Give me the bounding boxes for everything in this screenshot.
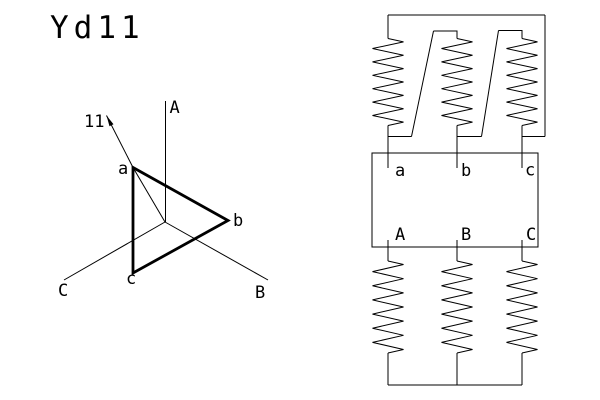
phasor-label-A: A — [170, 98, 180, 118]
phasor-axis-B-line — [164, 221, 269, 281]
lv-coil-c-top-notch — [498, 30, 523, 39]
phasor-diagram: A B C a b c 11 — [58, 98, 269, 303]
lv-coil-a-winding — [372, 38, 404, 126]
phasor-label-B: B — [255, 283, 265, 303]
hv-coil-C-winding — [506, 260, 538, 354]
winding-diagram: a b c A B C — [371, 14, 546, 386]
terminal-label-C: C — [526, 225, 536, 245]
phasor-label-b: b — [233, 211, 243, 231]
hv-coil-B-winding — [441, 260, 473, 354]
terminal-label-c: c — [525, 161, 535, 181]
terminal-label-b: b — [461, 161, 471, 181]
terminal-label-a: a — [395, 161, 405, 181]
lv-coil-c-winding — [506, 38, 538, 126]
vector-group-title: Yd11 — [50, 10, 145, 46]
lv-coil-b-top-notch — [433, 30, 458, 39]
delta-diagonal-a-to-b-line — [411, 30, 434, 137]
terminal-label-B: B — [461, 225, 471, 245]
phasor-label-C: C — [58, 281, 68, 301]
phasor-label-c: c — [126, 269, 136, 289]
lv-coil-b-winding — [441, 38, 473, 126]
clock-11-label: 11 — [84, 112, 104, 132]
transformer-terminal-box — [371, 152, 539, 248]
clock-11-arrowhead-icon — [106, 115, 114, 127]
delta-triangle — [131, 165, 231, 276]
phasor-axis-C-line — [63, 221, 166, 281]
hv-coil-A-winding — [372, 260, 404, 354]
terminal-label-A: A — [395, 225, 405, 245]
phasor-label-a: a — [118, 159, 128, 179]
delta-diagonal-b-to-c-line — [481, 30, 499, 137]
